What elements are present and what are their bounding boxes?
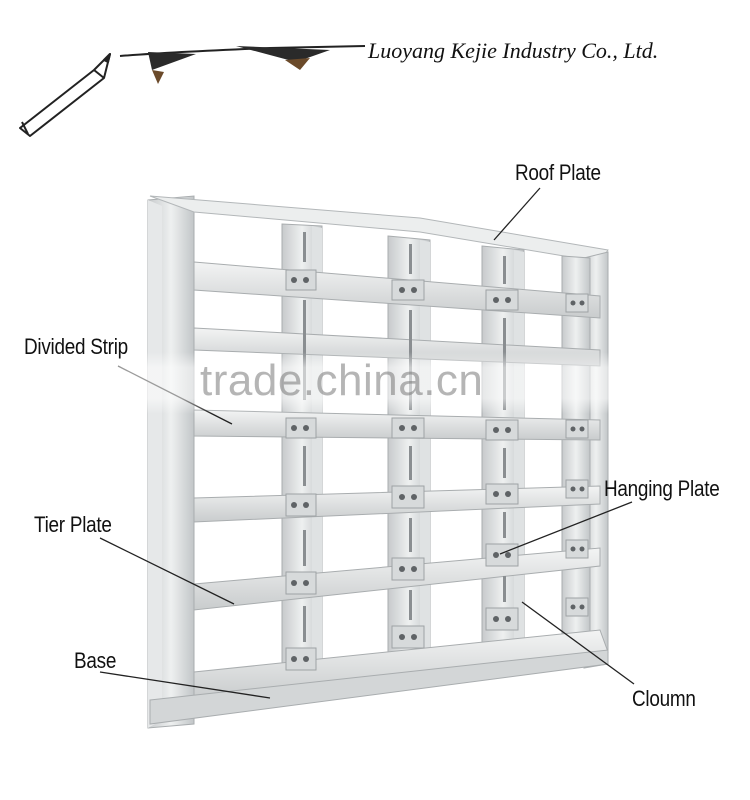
- roof-plate-leader: [493, 187, 541, 241]
- company-name: Luoyang Kejie Industry Co., Ltd.: [368, 38, 659, 63]
- base-leader: [99, 671, 271, 699]
- tier-plate-label: Tier Plate: [34, 512, 112, 537]
- hanging-plates: [285, 269, 589, 671]
- roof-plate: [149, 195, 609, 263]
- pencil-icon: [19, 53, 111, 137]
- tier-plate-leader: [99, 537, 235, 605]
- bookshelf: [147, 195, 609, 729]
- divided-strip-label: Divided Strip: [24, 334, 128, 359]
- hanging-plate-leader: [499, 501, 633, 555]
- hanging-plate-label: Hanging Plate: [604, 476, 720, 501]
- watermark: trade.china.cn: [200, 356, 484, 405]
- column-label: Cloumn: [632, 686, 696, 711]
- watermark-band: [0, 352, 750, 414]
- column-leader: [521, 601, 635, 685]
- flag-banner-icon: [119, 45, 366, 84]
- hanging-plate-slots: [291, 277, 585, 662]
- roof-plate-label: Roof Plate: [515, 160, 601, 185]
- base-label: Base: [74, 648, 117, 673]
